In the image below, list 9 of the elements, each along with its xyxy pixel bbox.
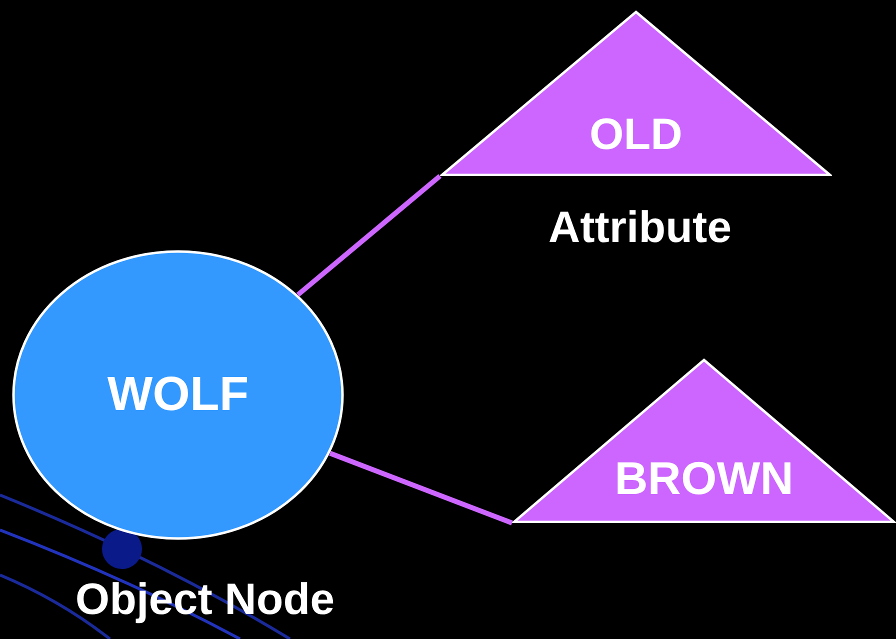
- node-label: BROWN: [614, 455, 794, 501]
- attribute-triangle: [512, 358, 896, 523]
- object-ellipse: [12, 250, 344, 540]
- node-caption: Attribute: [547, 206, 733, 250]
- connector-line: [329, 450, 513, 526]
- node-label: OLD: [588, 113, 684, 157]
- node-label: WOLF: [106, 371, 250, 419]
- attribute-triangle: [440, 10, 832, 176]
- connector-line: [296, 174, 442, 297]
